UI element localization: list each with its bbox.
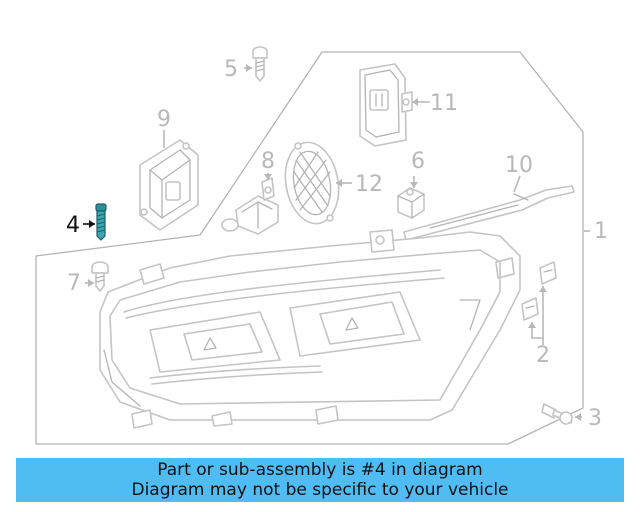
part-12-cover[interactable] [279, 138, 344, 228]
part-4-arrow-icon [89, 220, 95, 228]
part-4-bolt[interactable] [95, 203, 107, 241]
callout-6[interactable]: 6 [411, 149, 425, 174]
callout-11[interactable]: 11 [430, 91, 458, 116]
banner-line-disclaimer: Diagram may not be specific to your vehi… [131, 480, 509, 500]
callout-12[interactable]: 12 [355, 172, 383, 197]
part-2-clips[interactable] [521, 261, 557, 321]
callout-2[interactable]: 2 [536, 343, 550, 368]
part-7-screw[interactable] [91, 261, 109, 292]
callout-8[interactable]: 8 [261, 149, 275, 174]
callout-4[interactable]: 4 [66, 213, 80, 238]
part-3-bolt[interactable] [541, 403, 573, 425]
callout-9[interactable]: 9 [157, 107, 171, 132]
assembly-boundary [35, 51, 584, 445]
part-8-socket[interactable] [221, 177, 279, 235]
part-11-module[interactable] [359, 63, 413, 147]
part-5-screw[interactable] [252, 46, 268, 82]
callout-7[interactable]: 7 [67, 271, 81, 296]
banner-line-part: Part or sub-assembly is #4 in diagram [157, 460, 483, 480]
callout-3[interactable]: 3 [588, 406, 602, 431]
parts-diagram: 1 2 3 4 5 6 7 8 9 10 11 12 [35, 46, 608, 445]
callout-10[interactable]: 10 [505, 153, 533, 178]
info-banner: Part or sub-assembly is #4 in diagram Di… [16, 458, 624, 502]
part-9-module[interactable] [139, 139, 199, 231]
callout-1[interactable]: 1 [594, 219, 608, 244]
part-6-connector[interactable] [397, 187, 425, 219]
headlamp-housing[interactable] [99, 229, 521, 429]
part-10-strip[interactable] [403, 185, 575, 241]
callout-arrowheads [88, 64, 581, 421]
callout-5[interactable]: 5 [224, 57, 238, 82]
